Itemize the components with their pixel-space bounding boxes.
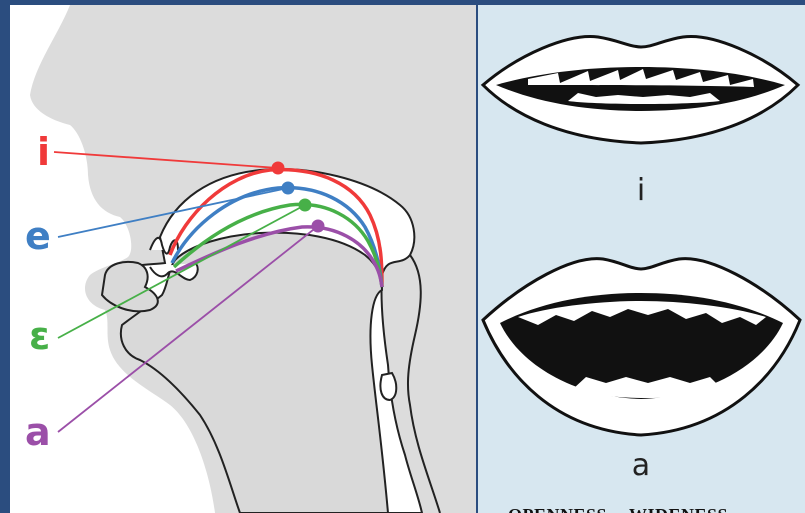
lip-shapes-diagram: i a bbox=[478, 5, 805, 513]
lips-caption-i: i bbox=[637, 173, 645, 208]
footer-wideness: WIDENESS bbox=[629, 505, 728, 513]
lips-a bbox=[483, 259, 800, 435]
lip-shapes-panel: i a OPENNESS WIDENESS bbox=[478, 5, 805, 513]
footer-openness: OPENNESS bbox=[508, 505, 607, 513]
lips-caption-a: a bbox=[632, 448, 650, 483]
point-epsilon bbox=[299, 199, 312, 212]
vowel-label-a: a bbox=[25, 413, 51, 451]
vocal-tract-panel: i e ɛ a bbox=[10, 5, 476, 513]
vocal-tract-diagram bbox=[10, 5, 476, 513]
point-a bbox=[312, 220, 325, 233]
lips-i bbox=[483, 37, 798, 143]
vowel-label-epsilon: ɛ bbox=[29, 317, 50, 355]
footer-caption: OPENNESS WIDENESS bbox=[508, 505, 750, 513]
point-i bbox=[272, 162, 285, 175]
vowel-label-i: i bbox=[37, 133, 50, 171]
uvula bbox=[380, 373, 396, 400]
point-e bbox=[282, 182, 295, 195]
vowel-label-e: e bbox=[25, 217, 51, 255]
